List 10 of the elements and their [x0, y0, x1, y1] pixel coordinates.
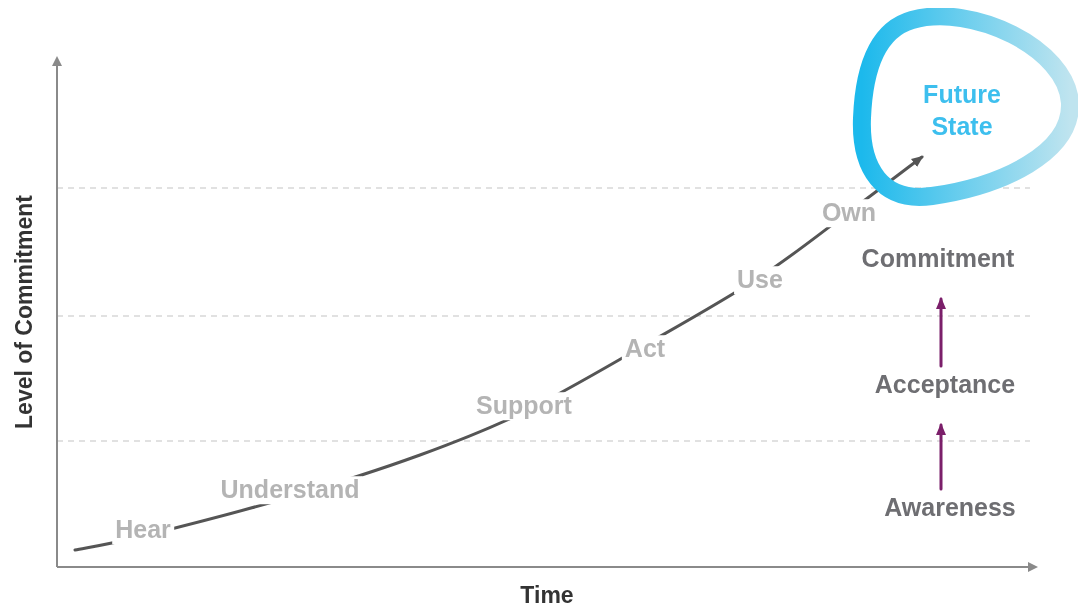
stage-label: Act — [621, 335, 669, 363]
node-title: Future State — [922, 79, 1002, 142]
curve-arrow — [936, 423, 946, 491]
curve-arrow — [936, 297, 946, 368]
stage-label: Commitment — [861, 245, 1015, 273]
axis-title: Level of Commitment — [12, 195, 38, 429]
axis-title: Time — [520, 583, 574, 609]
stage-label: Support — [473, 392, 575, 420]
stage-label: Awareness — [884, 494, 1016, 522]
stage-label: Acceptance — [874, 371, 1016, 399]
